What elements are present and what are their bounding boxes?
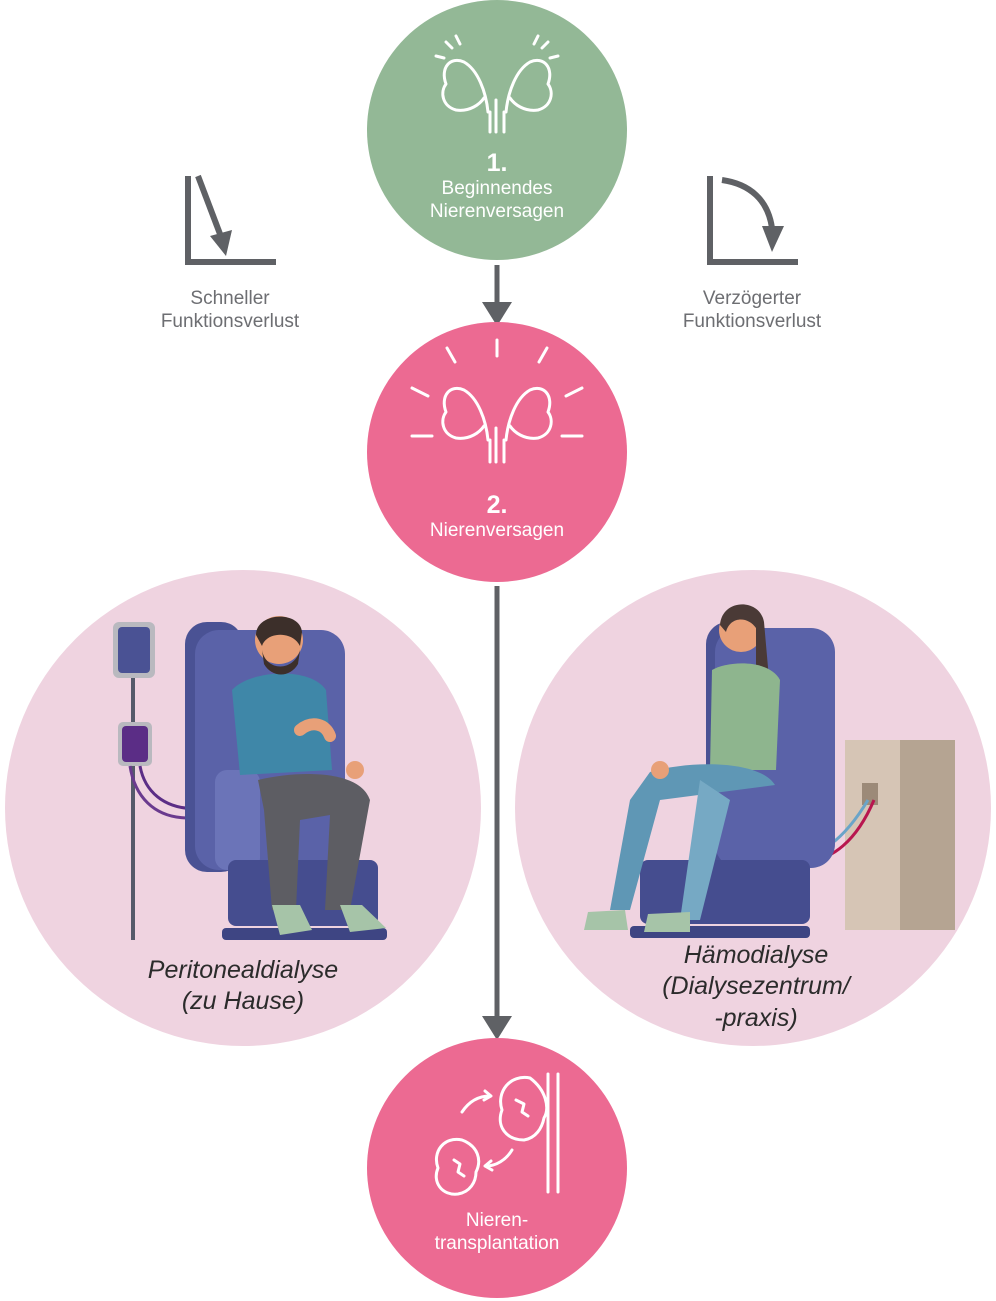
right-curve-label: Verzögerter Funktionsverlust <box>642 288 862 334</box>
transplant-line1: Nieren- <box>465 1210 529 1231</box>
steep-decline-icon <box>185 174 276 265</box>
flow-arrow-1-2 <box>482 265 512 326</box>
transplant-label: Nieren- transplantation <box>367 1210 627 1256</box>
hemodialysis-line3: -praxis) <box>714 1003 798 1032</box>
peritoneal-label: Peritonealdialyse (zu Hause) <box>103 955 383 1018</box>
left-curve-line1: Schneller <box>190 288 270 309</box>
kidney-transplant-icon <box>434 1072 560 1196</box>
transplant-circle <box>367 1038 627 1298</box>
delayed-decline-icon <box>707 176 798 265</box>
peritoneal-line1: Peritonealdialyse <box>147 956 339 984</box>
peritoneal-line2: (zu Hause) <box>181 987 305 1016</box>
right-curve-line1: Verzögerter <box>702 288 802 309</box>
step2-label: 2. Nierenversagen <box>367 490 627 543</box>
step1-number: 1. <box>486 149 508 177</box>
left-curve-label: Schneller Funktionsverlust <box>120 288 340 334</box>
step2-text: Nierenversagen <box>429 520 565 541</box>
man-in-dialysis-chair <box>113 616 387 940</box>
hemodialysis-label: Hämodialyse (Dialysezentrum/ -praxis) <box>616 940 896 1034</box>
step1-label: 1. Beginnendes Nierenversagen <box>367 148 627 224</box>
right-curve-line2: Funktionsverlust <box>682 310 822 332</box>
step2-number: 2. <box>486 491 508 519</box>
hemodialysis-line1: Hämodialyse <box>683 941 829 969</box>
kidneys-alert-icon <box>410 338 584 464</box>
flow-arrow-2-transplant <box>482 586 512 1040</box>
woman-in-dialysis-chair <box>584 604 955 938</box>
transplant-line2: transplantation <box>434 1232 560 1254</box>
left-curve-line2: Funktionsverlust <box>160 310 300 332</box>
hemodialysis-line2: (Dialysezentrum/ <box>662 972 850 1001</box>
kidneys-icon <box>434 34 560 134</box>
step1-text-line1: Beginnendes <box>441 178 553 199</box>
step1-text-line2: Nierenversagen <box>429 200 565 222</box>
